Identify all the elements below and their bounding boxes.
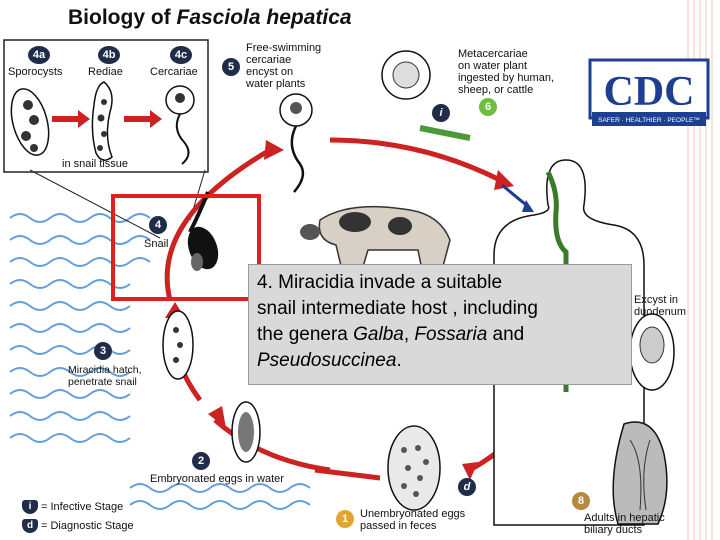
stage-badge-1: 1 [336,510,354,528]
label-free-swimming: Free-swimming cercariae encyst on water … [246,42,322,90]
label-excyst: Excyst in duodenum [634,294,686,318]
sporocyst-icon [10,88,50,156]
free-swimming-cercaria-icon [279,93,313,193]
stage-badge-8: 8 [572,492,590,510]
snail-icon [187,191,219,271]
title-prefix: Biology of [68,6,177,29]
info-callout-box: 4. Miracidia invade a suitable snail int… [248,264,632,385]
label-unembryonated-eggs: Unembryonated eggs passed in feces [360,508,466,532]
label-miracidia-hatch: Miracidia hatch, penetrate snail [68,364,142,388]
water-waves-icon [9,213,311,510]
info-line-4: Pseudosuccinea. [257,350,402,371]
label-snail: Snail [144,238,169,250]
miracidium-icon [162,310,194,380]
label-metacercariae: Metacercariae on water plant ingested by… [458,48,555,96]
stage-badge-2: 2 [192,452,210,470]
label-snail-tissue: in snail tissue [62,158,129,170]
legend-diagnostic: d= Diagnostic Stage [22,519,134,534]
legend-infective-text: = Infective Stage [41,501,124,513]
highlight-box [111,194,261,301]
cdc-logo-text: CDC [604,69,695,115]
stage-badge-5: 5 [222,58,240,76]
diagnostic-marker: d [458,478,476,496]
stage-badge-4: 4 [149,216,167,234]
cdc-logo-tagline: SAFER · HEALTHIER · PEOPLE™ [598,117,700,124]
info-line-1: 4. Miracidia invade a suitable [257,272,503,293]
title-species: Fasciola hepatica [176,6,352,29]
label-embryonated-eggs: Embryonated eggs in water [150,473,284,485]
adult-fluke-icon [612,421,668,525]
label-cercariae: Cercariae [150,66,198,78]
label-rediae: Rediae [88,66,123,78]
stage-badge-4c: 4c [170,46,192,64]
infective-marker: i [432,104,450,122]
label-adults: Adults in hepatic biliary ducts [584,512,665,536]
slide-title: Biology of Fasciola hepatica [68,6,352,30]
info-line-2: snail intermediate host , including [257,298,538,319]
unembryonated-egg-icon [387,425,441,511]
stage-badge-4b: 4b [98,46,120,64]
cow-icon [300,205,451,271]
label-sporocysts: Sporocysts [8,66,63,78]
stage-badge-3: 3 [94,342,112,360]
stage-badge-6: 6 [479,98,497,116]
stage-badge-4a: 4a [28,46,50,64]
info-line-3: the genera Galba, Fossaria and [257,324,525,345]
excysted-larva-icon [629,313,675,391]
cercaria-icon [165,85,195,165]
diagnostic-stage-icon: d [22,519,38,534]
legend-diagnostic-text: = Diagnostic Stage [41,520,134,532]
metacercaria-icon [381,50,471,141]
infective-stage-icon: i [22,500,38,515]
cdc-logo: CDC SAFER · HEALTHIER · PEOPLE™ [588,58,710,126]
legend-infective: i= Infective Stage [22,500,124,515]
redia-icon [91,81,113,161]
embryonated-egg-icon [231,401,261,463]
